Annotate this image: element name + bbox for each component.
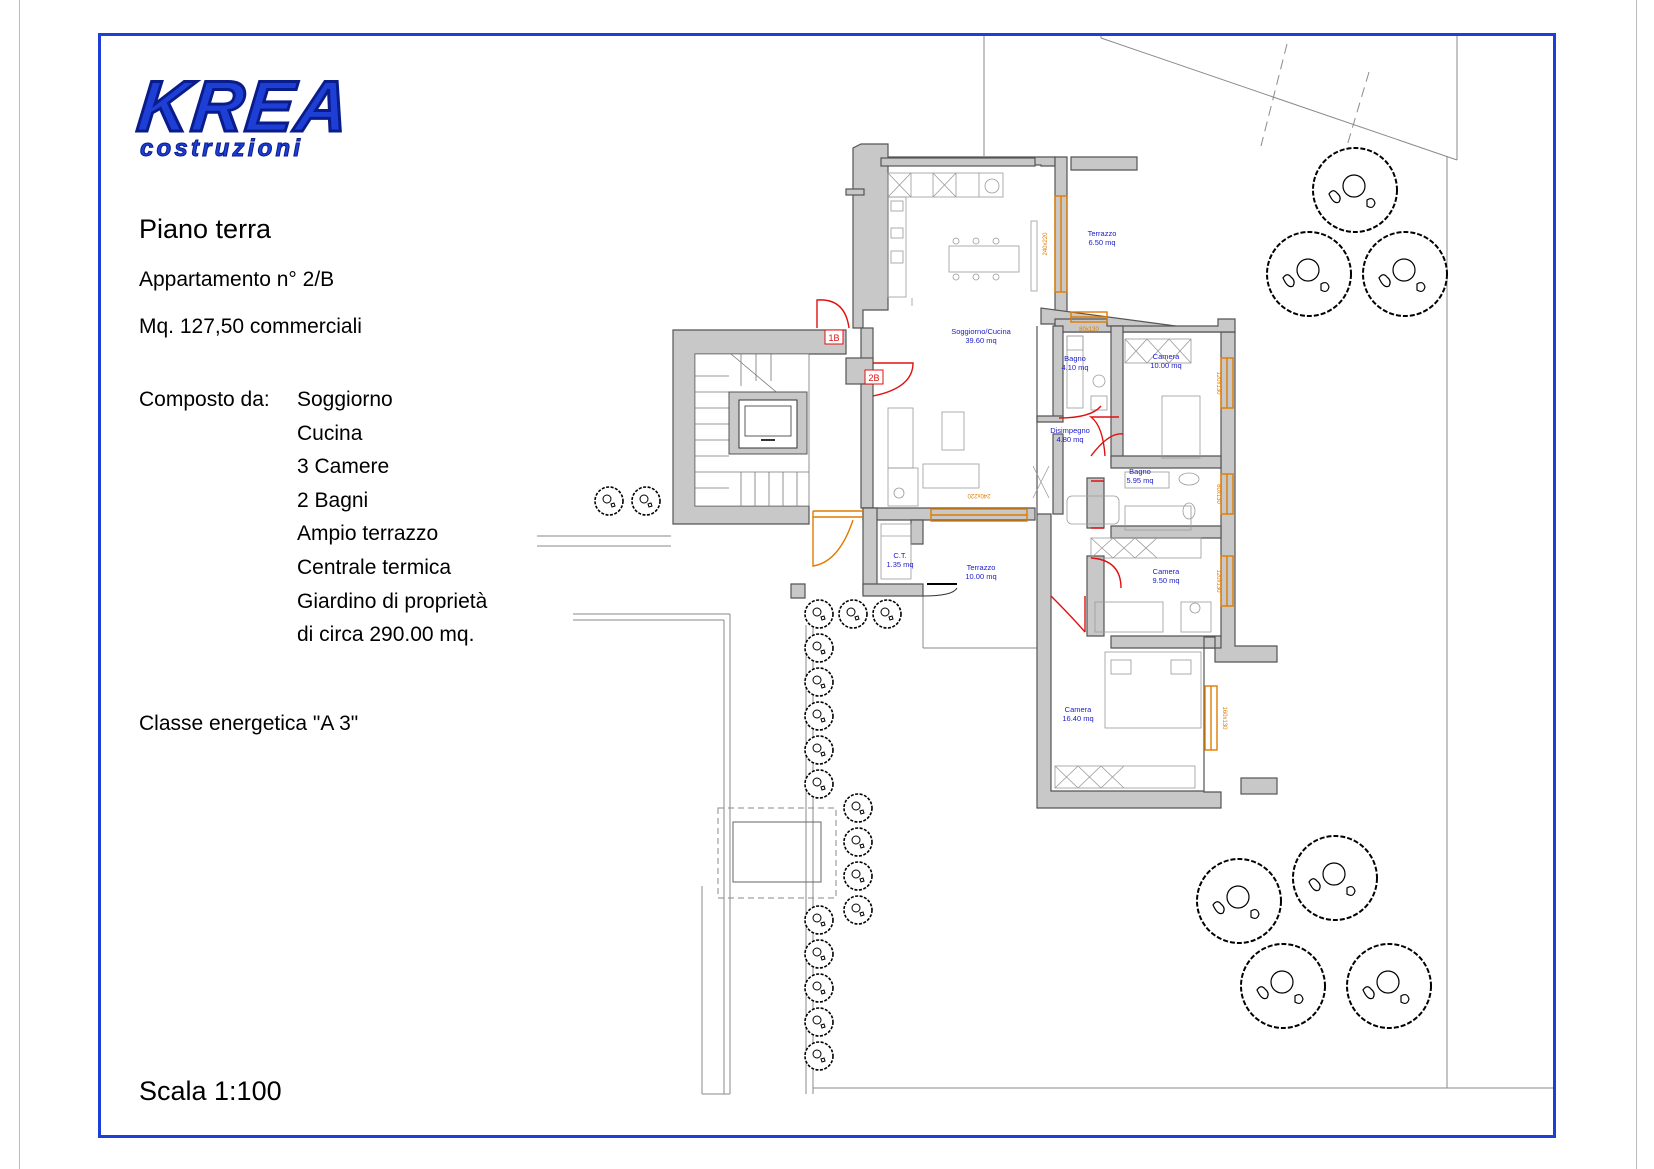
floor-plan: Terrazzo 6.50 mq Soggiorno/Cucina 39.60 … <box>537 36 1553 1095</box>
window-tag-5: 120x130 <box>1215 569 1221 593</box>
right-page-edge <box>1636 0 1637 1169</box>
window-tag-7: 240x220 <box>967 492 991 498</box>
room-name-bagno2: Bagno <box>1129 467 1151 476</box>
ct-door <box>922 583 958 597</box>
window-tag-3: 120x130 <box>1215 371 1221 395</box>
room-name-disimpegno: Disimpegno <box>1050 426 1090 435</box>
trees <box>594 147 1448 1071</box>
window-tags: 240x220 80x130 120x130 80x130 120x130 16… <box>967 232 1227 730</box>
doors <box>816 299 1124 633</box>
floor-title: Piano terra <box>139 214 272 244</box>
room-area-camera2: 9.50 mq <box>1152 576 1179 585</box>
composition-item: 2 Bagni <box>297 488 369 512</box>
apartment-number: Appartamento n° 2/B <box>139 268 335 291</box>
window-tag-1: 240x220 <box>1043 232 1049 256</box>
window-tag-2: 80x130 <box>1079 327 1099 333</box>
stair-core <box>672 329 847 525</box>
room-name-terrazzo-top: Terrazzo <box>1088 229 1117 238</box>
window-tag-6: 160x130 <box>1221 706 1227 730</box>
room-area-bagno2: 5.95 mq <box>1126 476 1153 485</box>
furniture <box>880 172 1212 789</box>
door-tag-2b: 2B <box>868 373 879 383</box>
composition-list: Soggiorno Cucina 3 Camere 2 Bagni Ampio … <box>297 388 487 657</box>
composition-label: Composto da: <box>139 388 270 411</box>
room-name-camera1: Camera <box>1153 352 1181 361</box>
room-name-ct: C.T. <box>893 551 906 560</box>
room-area-terrazzo-top: 6.50 mq <box>1088 238 1115 247</box>
room-area-terrazzo-bottom: 10.00 mq <box>965 572 996 581</box>
composition-item: Cucina <box>297 421 363 445</box>
door-tag-1b: 1B <box>828 333 839 343</box>
room-name-camera2: Camera <box>1153 567 1181 576</box>
window-tag-4: 80x130 <box>1215 484 1221 504</box>
drawing-frame: Terrazzo 6.50 mq Soggiorno/Cucina 39.60 … <box>98 33 1556 1138</box>
composition-item: di circa 290.00 mq. <box>297 623 475 647</box>
logo-word: KREA <box>132 66 355 149</box>
composition-item: Ampio terrazzo <box>297 522 439 546</box>
composition-item: Soggiorno <box>297 388 393 411</box>
room-area-bagno1: 4.10 mq <box>1061 363 1088 372</box>
krea-logo: KREA costruzioni <box>132 66 388 162</box>
room-name-bagno1: Bagno <box>1064 354 1086 363</box>
room-area-camera1: 10.00 mq <box>1150 361 1181 370</box>
composition-item: 3 Camere <box>297 455 390 479</box>
left-page-edge <box>19 0 20 1169</box>
composition-item: Centrale termica <box>297 555 452 579</box>
room-area-disimpegno: 4.80 mq <box>1056 435 1083 444</box>
commercial-area: Mq. 127,50 commerciali <box>139 315 362 338</box>
room-area-ct: 1.35 mq <box>886 560 913 569</box>
room-name-camera3: Camera <box>1065 705 1093 714</box>
drawing-scale: Scala 1:100 <box>139 1076 282 1106</box>
room-area-soggiorno: 39.60 mq <box>965 336 996 345</box>
apartment-walls <box>790 143 1278 809</box>
room-name-soggiorno: Soggiorno/Cucina <box>951 327 1011 336</box>
logo-subtitle: costruzioni <box>140 135 304 162</box>
composition-item: Giardino di proprietà <box>297 589 488 613</box>
energy-class: Classe energetica "A 3" <box>139 712 359 735</box>
room-area-camera3: 16.40 mq <box>1062 714 1093 723</box>
room-name-terrazzo-bottom: Terrazzo <box>967 563 996 572</box>
windows <box>812 195 1234 751</box>
door-tags: 1B 2B <box>824 329 884 385</box>
